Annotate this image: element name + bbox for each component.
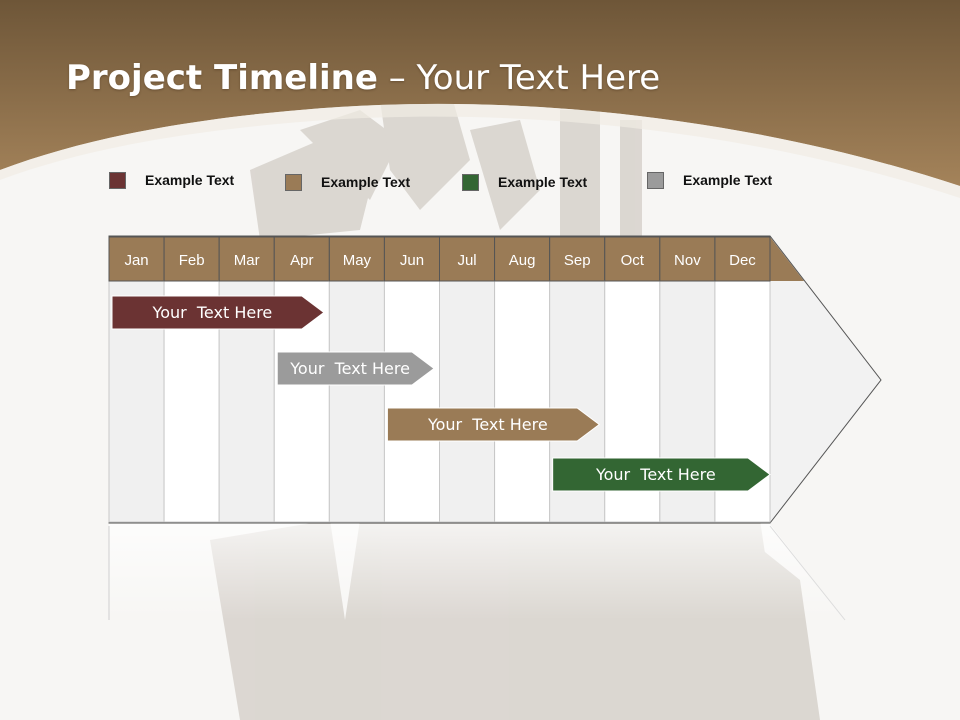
month-header <box>163 236 220 282</box>
header-arrow-tip <box>770 237 804 281</box>
reflection-edge <box>769 525 846 621</box>
month-header <box>494 236 551 282</box>
timeline-reflection <box>109 524 845 620</box>
month-header <box>218 236 275 282</box>
timeline-bar <box>552 457 771 492</box>
legend-item-3: Example Text <box>462 171 587 193</box>
timeline-bar-label: Your Text Here <box>427 415 548 434</box>
month-label: Apr <box>290 252 313 269</box>
timeline-bar-label: Your Text Here <box>595 465 716 484</box>
month-column <box>439 280 496 523</box>
month-label: Oct <box>621 252 645 269</box>
month-label: Aug <box>509 252 536 269</box>
legend-label: Example Text <box>498 174 588 190</box>
timeline-bar <box>111 295 325 330</box>
month-header <box>383 236 440 282</box>
legend-swatch <box>462 173 479 191</box>
month-header <box>108 236 165 282</box>
month-header <box>549 236 606 282</box>
legend-label: Example Text <box>683 172 773 188</box>
legend-swatch <box>109 171 126 189</box>
title-rest: – Your Text Here <box>377 58 661 98</box>
month-label: May <box>343 252 372 269</box>
month-label: Jan <box>124 252 148 269</box>
month-label: Nov <box>674 252 701 269</box>
month-column <box>494 280 551 523</box>
title-bold: Project Timeline <box>66 58 378 98</box>
page-title: Project Timeline – Your Text Here <box>66 58 660 98</box>
month-label: Jul <box>457 252 476 269</box>
legend-swatch <box>285 173 302 191</box>
month-column <box>383 280 440 523</box>
timeline-bar <box>386 407 601 442</box>
month-header <box>714 236 771 282</box>
legend-item-2: Example Text <box>285 171 410 193</box>
legend-label: Example Text <box>321 174 411 190</box>
timeline-bar-label: Your Text Here <box>289 359 410 378</box>
month-header <box>328 236 385 282</box>
legend-label: Example Text <box>145 172 235 188</box>
month-header <box>439 236 496 282</box>
month-label: Mar <box>234 252 260 269</box>
month-label: Feb <box>179 252 205 269</box>
month-label: Sep <box>564 252 591 269</box>
timeline-bar-label: Your Text Here <box>152 303 273 322</box>
timeline-bar <box>276 351 435 386</box>
month-column <box>328 280 385 523</box>
month-label: Dec <box>729 252 756 269</box>
legend-swatch <box>647 171 664 189</box>
legend-item-1: Example Text <box>109 169 234 191</box>
month-label: Jun <box>400 252 424 269</box>
legend-item-4: Example Text <box>647 169 772 191</box>
